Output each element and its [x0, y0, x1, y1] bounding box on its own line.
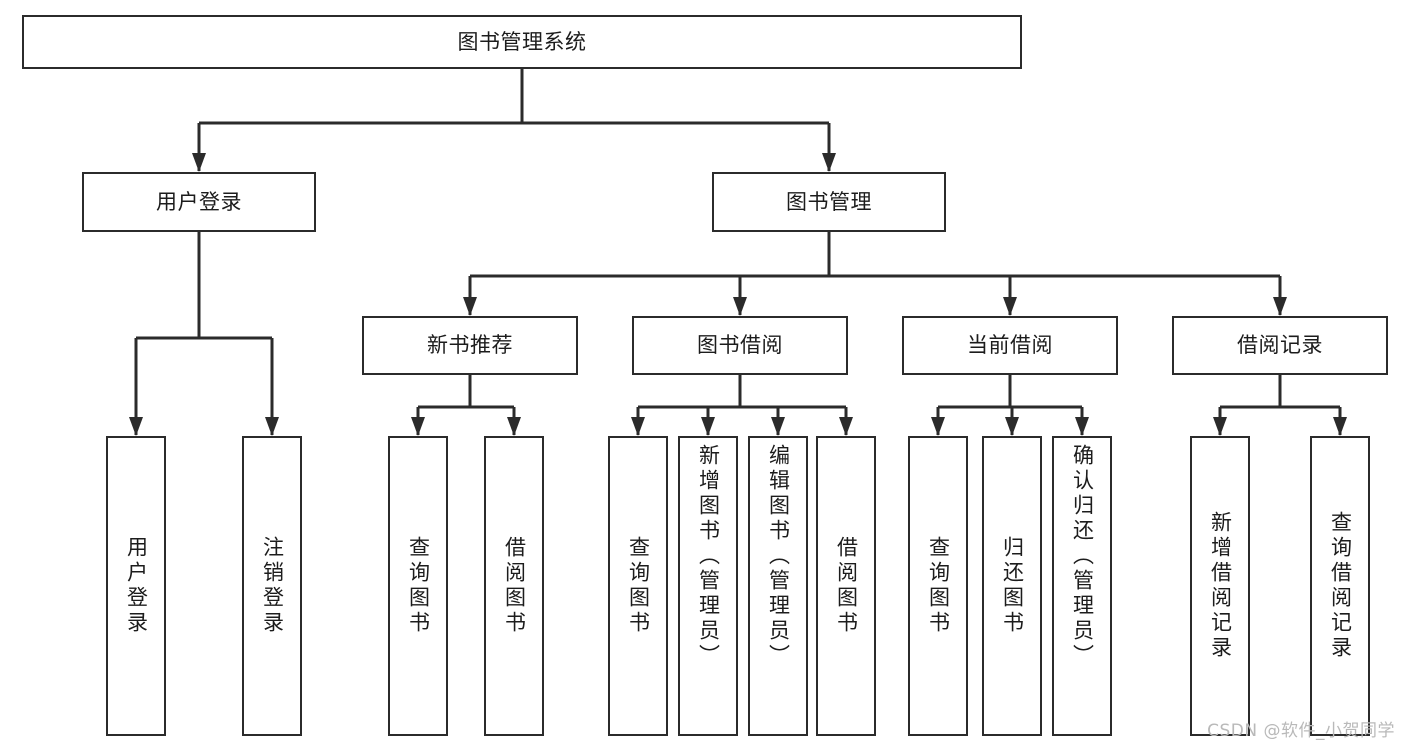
leaf-confirm-return-admin[interactable]: 确认归还（管理员） — [1052, 436, 1112, 736]
leaf-query-borrow-record[interactable]: 查询借阅记录 — [1310, 436, 1370, 736]
leaf-query-book-borrowing[interactable]: 查询图书 — [608, 436, 668, 736]
node-label: 注销登录 — [260, 536, 285, 636]
leaf-add-borrow-record[interactable]: 新增借阅记录 — [1190, 436, 1250, 736]
leaf-borrow-book-recommendation[interactable]: 借阅图书 — [484, 436, 544, 736]
leaf-return-book[interactable]: 归还图书 — [982, 436, 1042, 736]
node-label: 查询图书 — [406, 536, 431, 636]
node-label: 查询图书 — [626, 536, 651, 636]
leaf-query-book-current[interactable]: 查询图书 — [908, 436, 968, 736]
leaf-add-book-admin[interactable]: 新增图书（管理员） — [678, 436, 738, 736]
leaf-logout[interactable]: 注销登录 — [242, 436, 302, 736]
leaf-user-login[interactable]: 用户登录 — [106, 436, 166, 736]
leaf-borrow-book-borrowing[interactable]: 借阅图书 — [816, 436, 876, 736]
node-label: 查询图书 — [926, 536, 951, 636]
leaf-query-book-recommendation[interactable]: 查询图书 — [388, 436, 448, 736]
node-label: 当前借阅 — [967, 333, 1053, 358]
node-label: 新增图书（管理员） — [696, 444, 721, 669]
node-book-borrowing[interactable]: 图书借阅 — [632, 316, 848, 375]
node-user-login[interactable]: 用户登录 — [82, 172, 316, 232]
node-label: 新书推荐 — [427, 333, 513, 358]
node-label: 查询借阅记录 — [1328, 511, 1353, 661]
node-label: 借阅图书 — [502, 536, 527, 636]
node-label: 用户登录 — [124, 536, 149, 636]
node-label: 借阅记录 — [1237, 333, 1323, 358]
node-label: 借阅图书 — [834, 536, 859, 636]
node-label: 归还图书 — [1000, 536, 1025, 636]
node-label: 图书借阅 — [697, 333, 783, 358]
node-label: 用户登录 — [156, 189, 242, 214]
node-label: 编辑图书（管理员） — [766, 444, 791, 669]
node-book-management[interactable]: 图书管理 — [712, 172, 946, 232]
node-label: 新增借阅记录 — [1208, 511, 1233, 661]
node-current-borrowing[interactable]: 当前借阅 — [902, 316, 1118, 375]
node-borrow-records[interactable]: 借阅记录 — [1172, 316, 1388, 375]
csdn-watermark: CSDN @软件_小贺同学 — [1207, 721, 1395, 741]
node-new-book-recommendation[interactable]: 新书推荐 — [362, 316, 578, 375]
node-label: 确认归还（管理员） — [1070, 444, 1095, 669]
node-root-library-system[interactable]: 图书管理系统 — [22, 15, 1022, 69]
node-label: 图书管理 — [786, 189, 872, 214]
leaf-edit-book-admin[interactable]: 编辑图书（管理员） — [748, 436, 808, 736]
node-label: 图书管理系统 — [457, 29, 587, 54]
